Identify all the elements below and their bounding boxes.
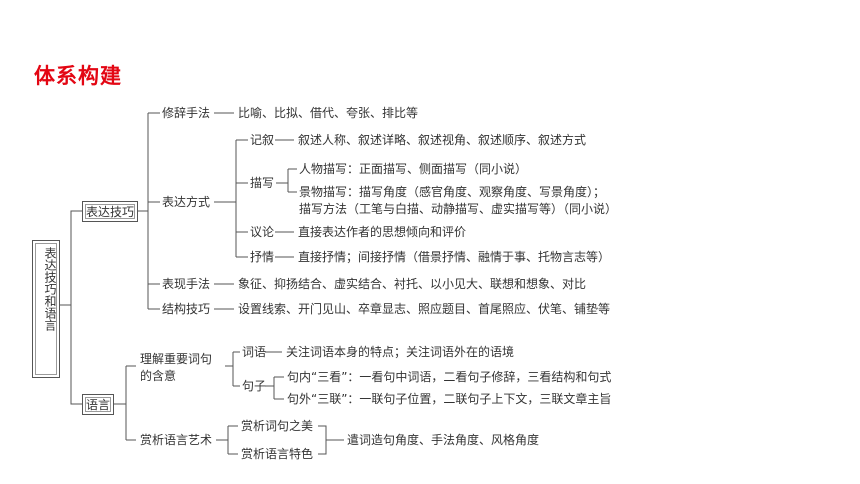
narration-content: 叙述人称、叙述详略、叙述视角、叙述顺序、叙述方式 <box>298 133 587 147</box>
root-label: 表达技巧和语言 <box>43 247 57 331</box>
meaning-label-line2: 的含意 <box>140 369 177 383</box>
sentence-outer: 句外“三联”：一联句子位置，二联句子上下文，三联文章主旨 <box>287 392 612 406</box>
structure-label: 结构技巧 <box>162 302 211 316</box>
technique-label: 表现手法 <box>162 277 211 291</box>
description-label: 描写 <box>250 176 275 190</box>
description-scenery: 景物描写：描写角度（感官角度、观察角度、写景角度）； <box>299 185 606 199</box>
node-skills: 表达技巧 <box>82 201 138 222</box>
argument-label: 议论 <box>250 225 275 239</box>
root-inner-border <box>35 243 57 375</box>
node-skills-inner-border <box>85 204 135 219</box>
argument-content: 直接表达作者的思想倾向和评价 <box>298 225 467 239</box>
description-method: 描写方法（工笔与白描、动静描写、虚实描写等）（同小说） <box>299 202 618 216</box>
node-language-inner-border <box>85 397 111 412</box>
appreciation-content: 遣词造句角度、手法角度、风格角度 <box>347 433 540 447</box>
sentence-inner: 句内“三看”：一看句中词语，二看句子修辞，三看结构和句式 <box>287 370 612 384</box>
node-language-label: 语言 <box>85 398 110 412</box>
appreciation-label: 赏析语言艺术 <box>140 433 213 447</box>
narration-label: 记叙 <box>250 133 275 147</box>
appreciation-beauty: 赏析词句之美 <box>241 419 314 433</box>
structure-content: 设置线索、开门见山、卒章显志、照应题目、首尾照应、伏笔、铺垫等 <box>238 302 611 316</box>
description-person: 人物描写：正面描写、侧面描写（同小说） <box>299 162 528 176</box>
sentence-label: 句子 <box>242 379 267 393</box>
word-content: 关注词语本身的特点；关注词语外在的语境 <box>286 345 515 359</box>
meaning-label-line1: 理解重要词句 <box>140 352 213 366</box>
rhetoric-content: 比喻、比拟、借代、夸张、排比等 <box>238 106 419 120</box>
word-label: 词语 <box>242 345 267 359</box>
rhetoric-label: 修辞手法 <box>162 106 211 120</box>
lyric-content: 直接抒情；间接抒情（借景抒情、融情于事、托物言志等） <box>298 250 611 264</box>
node-skills-label: 表达技巧 <box>85 205 134 219</box>
lyric-label: 抒情 <box>250 250 275 264</box>
appreciation-feature: 赏析语言特色 <box>241 447 314 461</box>
node-language: 语言 <box>82 394 114 415</box>
root-node: 表达技巧和语言 <box>32 240 60 378</box>
page-title: 体系构建 <box>34 64 122 88</box>
expression-label: 表达方式 <box>162 195 211 209</box>
technique-content: 象征、抑扬结合、虚实结合、衬托、以小见大、联想和想象、对比 <box>238 277 587 291</box>
